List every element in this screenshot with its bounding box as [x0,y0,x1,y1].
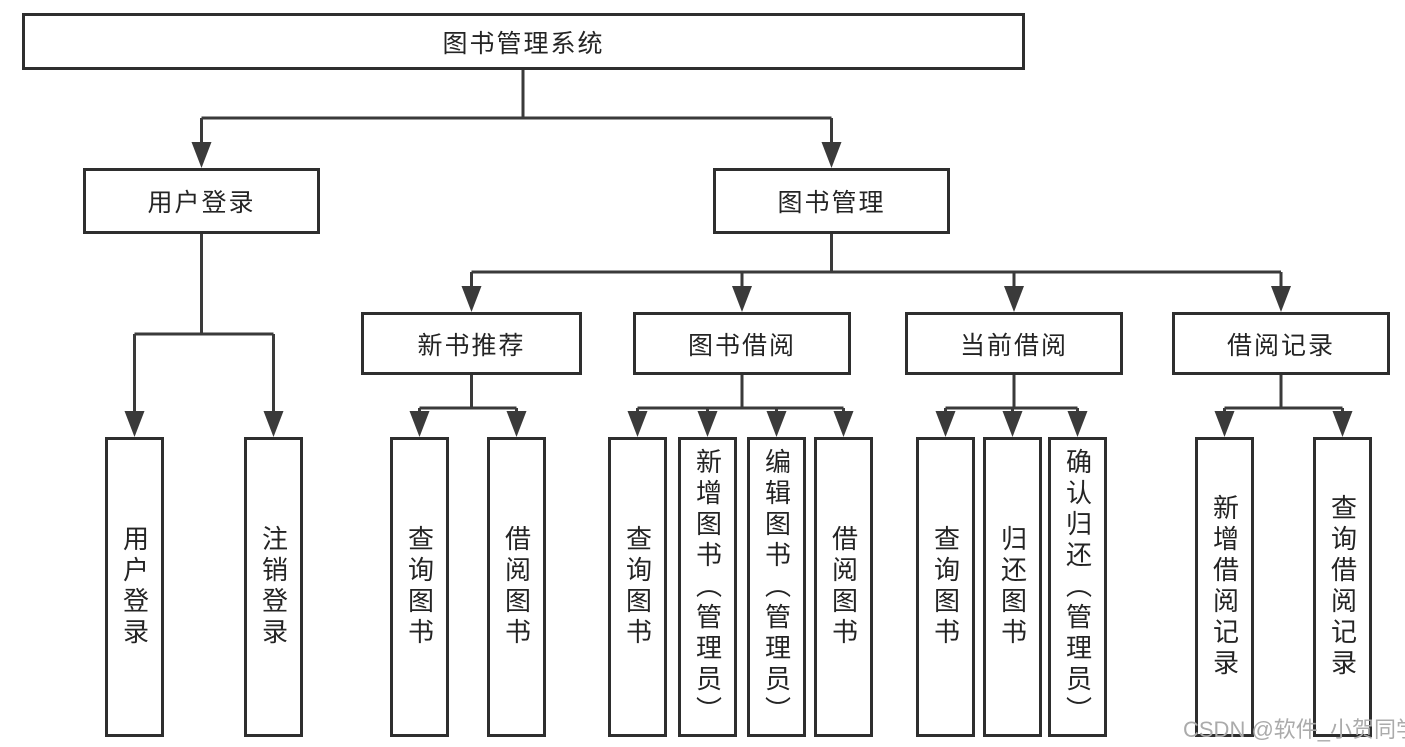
arrow-down-icon [1004,286,1024,312]
arrow-down-icon [697,411,718,437]
connector-lines [133,70,1344,414]
node-book-borrowing: 图书借阅 [633,312,851,375]
arrow-down-icon [1271,286,1291,312]
arrow-down-icon [833,411,854,437]
arrow-down-icon [1067,411,1088,437]
arrow-down-icon [821,142,842,168]
leaf-borrowing-add-books-admin: 新增图书（管理员） [678,437,737,737]
node-current-borrowing: 当前借阅 [905,312,1123,375]
leaf-current-return-books: 归还图书 [983,437,1042,737]
arrowheads [124,142,1353,437]
arrow-down-icon [263,411,284,437]
node-book-management: 图书管理 [713,168,950,234]
arrow-down-icon [1002,411,1023,437]
arrow-down-icon [1214,411,1235,437]
arrow-down-icon [191,142,212,168]
arrow-down-icon [627,411,648,437]
leaf-borrowing-borrow-books: 借阅图书 [814,437,873,737]
node-new-book-recommendation: 新书推荐 [361,312,582,375]
leaf-logout: 注销登录 [244,437,303,737]
leaf-borrowing-query-books: 查询图书 [608,437,667,737]
arrow-down-icon [935,411,956,437]
arrow-down-icon [409,411,430,437]
node-user-login: 用户登录 [83,168,320,234]
leaf-current-confirm-return-admin: 确认归还（管理员） [1048,437,1107,737]
leaf-records-query-record: 查询借阅记录 [1313,437,1372,737]
leaf-recommend-borrow-books: 借阅图书 [487,437,546,737]
arrow-down-icon [732,286,752,312]
csdn-watermark: CSDN @软件_小贺同学 [1183,717,1405,742]
node-root-library-management-system: 图书管理系统 [22,13,1025,70]
leaf-borrowing-edit-books-admin: 编辑图书（管理员） [747,437,806,737]
leaf-current-query-books: 查询图书 [916,437,975,737]
arrow-down-icon [506,411,527,437]
arrow-down-icon [124,411,145,437]
leaf-recommend-query-books: 查询图书 [390,437,449,737]
leaf-user-login: 用户登录 [105,437,164,737]
arrow-down-icon [1332,411,1353,437]
leaf-records-add-record: 新增借阅记录 [1195,437,1254,737]
arrow-down-icon [766,411,787,437]
node-borrowing-records: 借阅记录 [1172,312,1390,375]
arrow-down-icon [461,286,482,312]
